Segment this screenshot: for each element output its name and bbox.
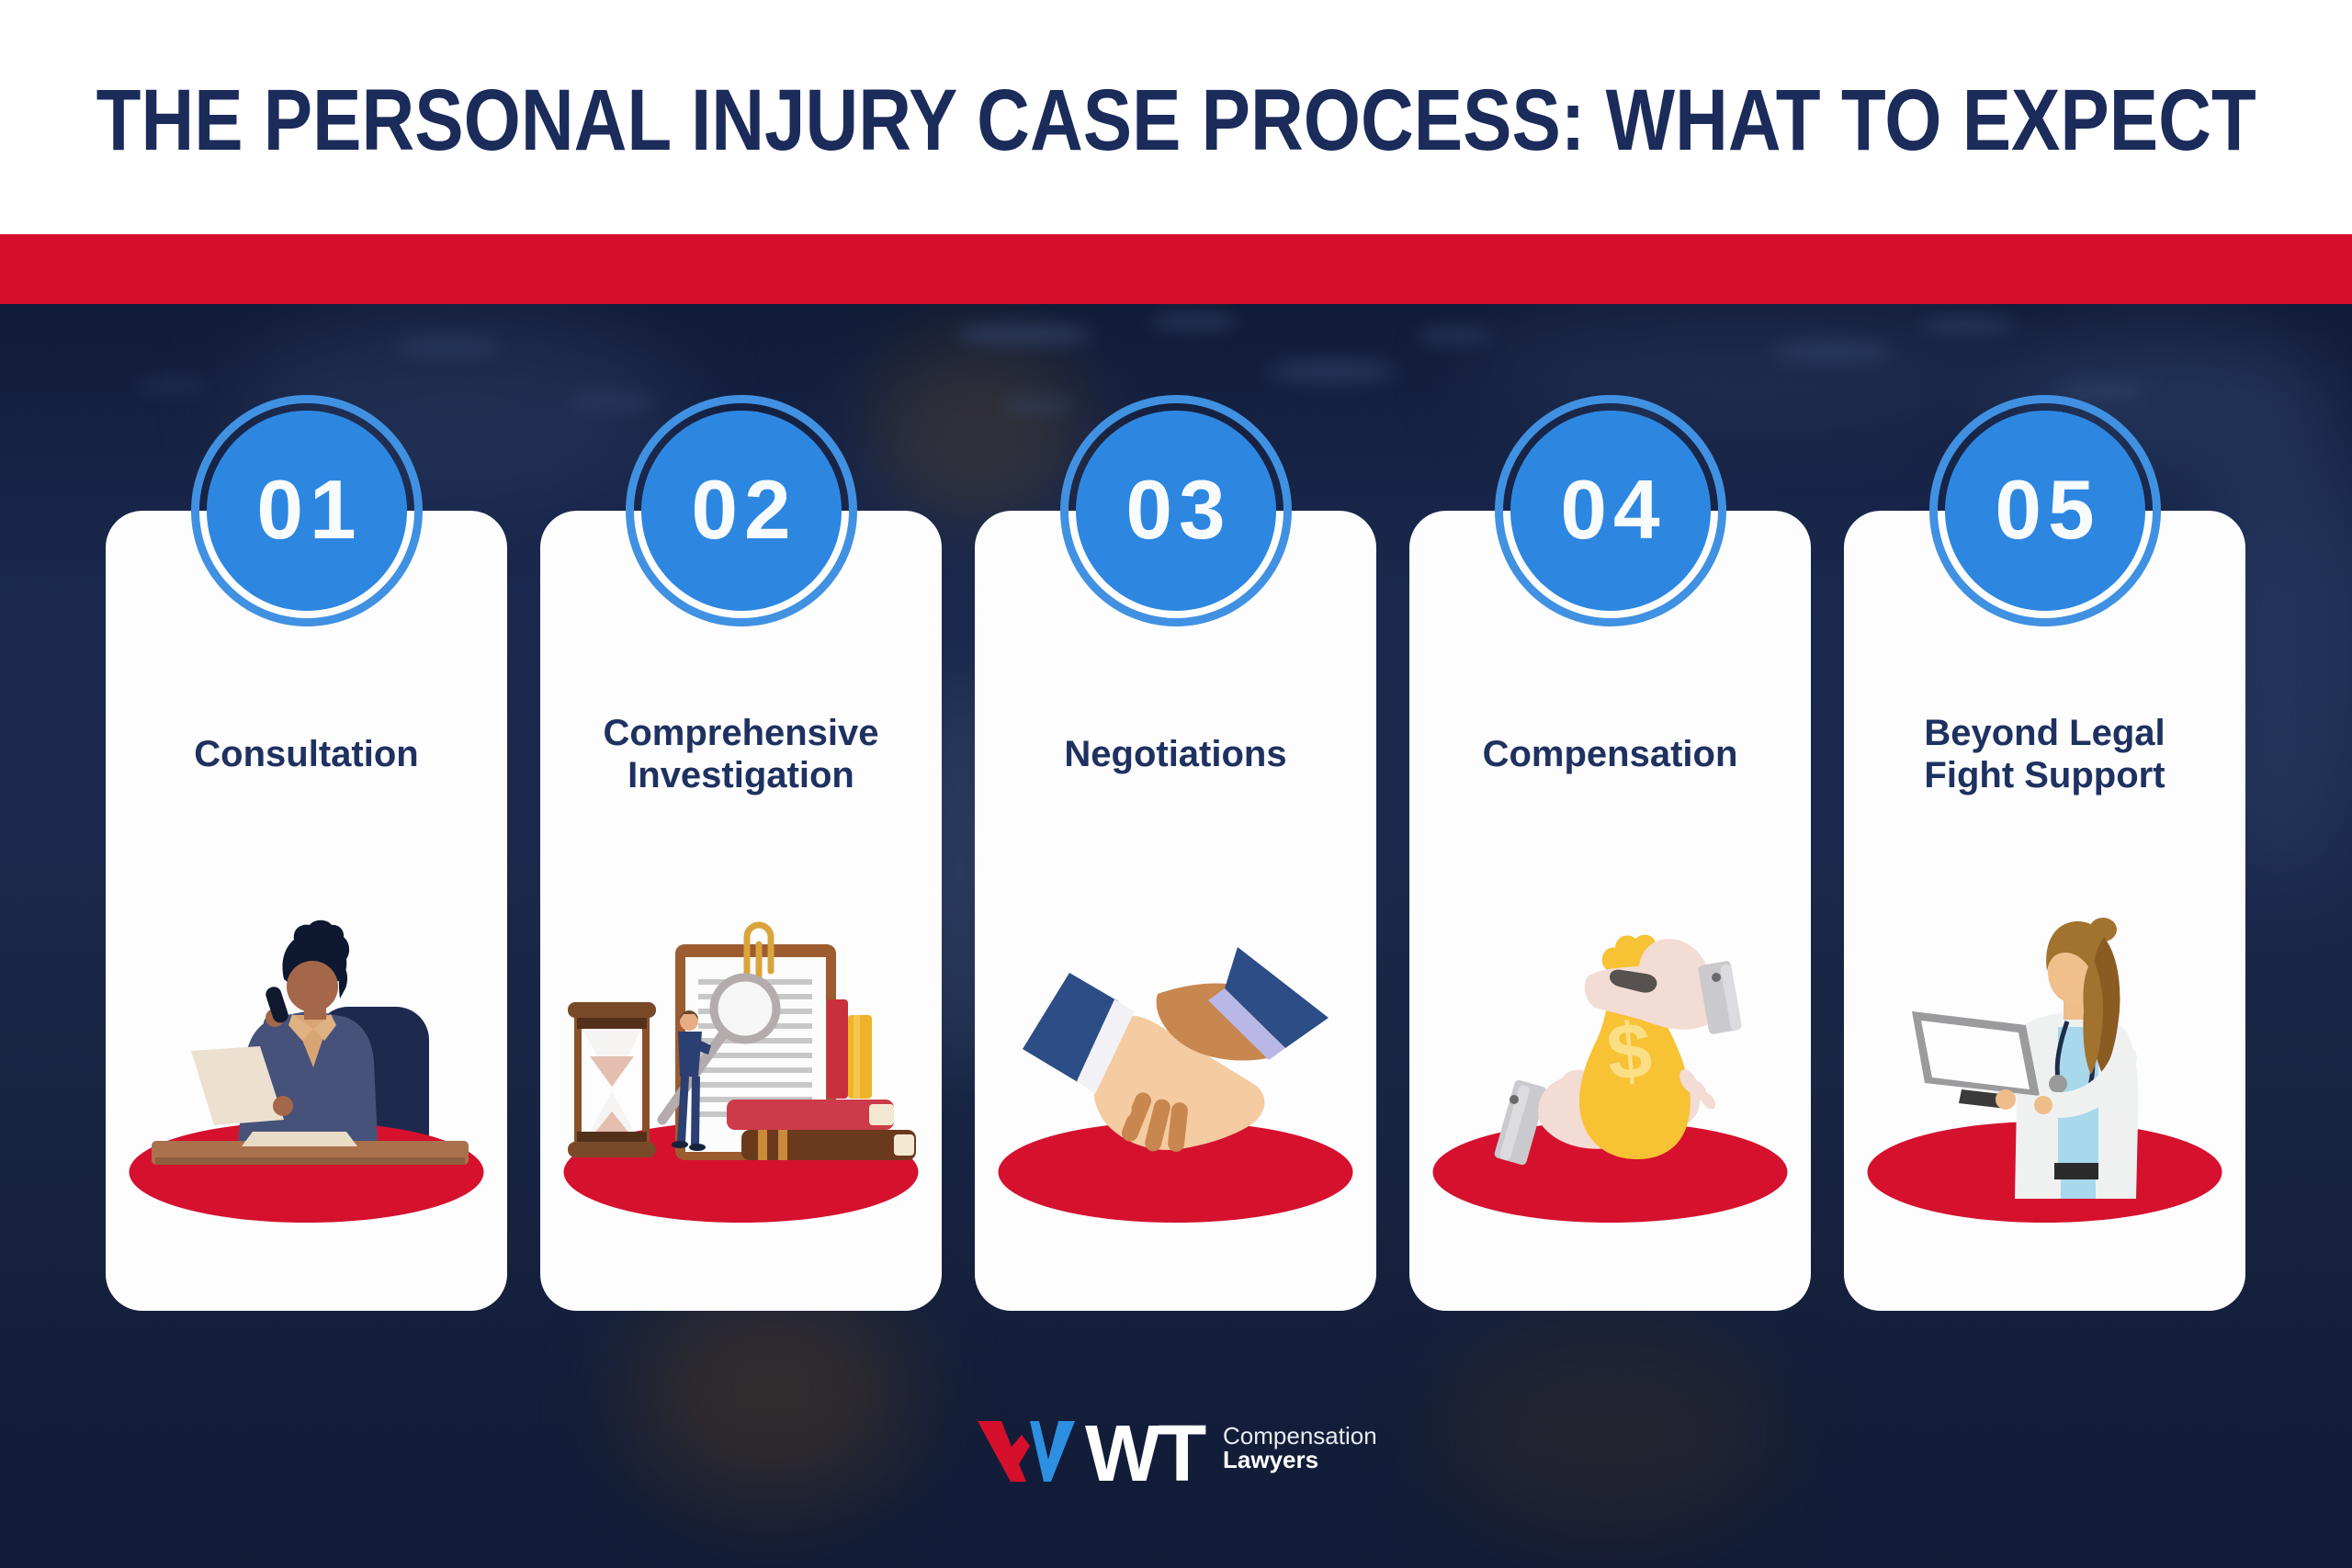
svg-text:WT: WT [1085, 1413, 1206, 1495]
svg-text:Lawyers: Lawyers [1223, 1446, 1318, 1473]
svg-text:Compensation: Compensation [1223, 1422, 1377, 1450]
